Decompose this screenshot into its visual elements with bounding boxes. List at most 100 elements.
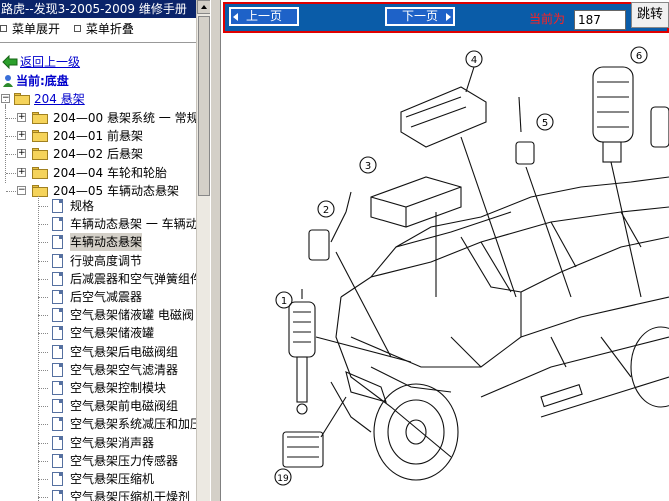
left-arrow-icon — [233, 13, 238, 21]
tree-folder-label: 204—01 前悬架 — [53, 129, 143, 143]
tree-line — [38, 196, 39, 501]
tree-doc-item[interactable]: 空气悬架压缩机干燥剂 — [0, 488, 196, 501]
tree-doc-label: 后减震器和空气弹簧组件 — [70, 272, 203, 286]
expand-toggle-icon[interactable]: + — [17, 148, 26, 158]
collapse-icon — [73, 25, 81, 32]
tree-doc-label: 空气悬架前电磁阀组 — [70, 399, 179, 413]
pane-splitter[interactable] — [210, 0, 221, 501]
tree-doc-item[interactable]: 空气悬架压缩机 — [0, 470, 196, 488]
folder-icon — [32, 167, 48, 179]
document-icon — [52, 472, 63, 486]
tree-doc-item[interactable]: 空气悬架储液罐 电磁阀 — [0, 306, 196, 324]
tree-folder[interactable]: +204—04 车轮和轮胎 — [0, 164, 196, 182]
callout-5: 5 — [542, 118, 548, 129]
back-arrow-icon — [2, 55, 18, 69]
expand-toggle-icon[interactable]: + — [17, 167, 26, 177]
tree-doc-label: 空气悬架系统减压和加压 — [70, 417, 203, 431]
document-icon — [52, 399, 63, 413]
document-icon — [52, 235, 63, 249]
callout-3: 3 — [365, 161, 371, 172]
tree-doc-label: 空气悬架压缩机 — [70, 472, 155, 486]
window-title: 路虎--发现3-2005-2009 维修手册 — [0, 0, 196, 18]
tree-folder[interactable]: +204—00 悬架系统 一 常规 — [0, 109, 199, 127]
tree-doc-item[interactable]: 车辆动态悬架 — [0, 233, 196, 251]
tree-doc-item[interactable]: 后减震器和空气弹簧组件 — [0, 270, 202, 288]
prev-page-button[interactable]: 上一页 — [229, 7, 299, 26]
document-icon — [52, 454, 63, 468]
tree-doc-label: 规格 — [70, 199, 95, 213]
tree-doc-label: 空气悬架压力传感器 — [70, 454, 179, 468]
document-icon — [52, 308, 63, 322]
current-page-label: 当前为 — [529, 12, 566, 26]
tree-doc-item[interactable]: 空气悬架消声器 — [0, 434, 196, 452]
tree-doc-label: 后空气减震器 — [70, 290, 143, 304]
tree-folder-label: 204—02 后悬架 — [53, 147, 143, 161]
folder-icon — [32, 148, 48, 160]
folder-icon — [32, 112, 48, 124]
scroll-thumb[interactable] — [198, 16, 210, 196]
document-icon — [52, 199, 63, 213]
document-icon — [52, 490, 63, 501]
tree-root-204[interactable]: − 204 悬架 — [0, 90, 196, 108]
document-icon — [52, 363, 63, 377]
callout-2: 2 — [323, 205, 329, 216]
tree-doc-label: 空气悬架压缩机干燥剂 — [70, 490, 191, 501]
tree-folder[interactable]: +204—01 前悬架 — [0, 127, 196, 145]
expand-toggle-icon[interactable]: + — [17, 112, 26, 122]
tree-doc-item[interactable]: 空气悬架空气滤清器 — [0, 361, 196, 379]
tree-doc-item[interactable]: 车辆动态悬架 一 车辆动 — [0, 215, 198, 233]
expand-toggle-icon[interactable]: + — [17, 130, 26, 140]
tree-doc-item[interactable]: 空气悬架压力传感器 — [0, 452, 196, 470]
right-arrow-icon — [446, 13, 451, 21]
tree-scrollbar[interactable] — [196, 0, 211, 501]
tree-doc-item[interactable]: 空气悬架系统减压和加压 — [0, 415, 202, 433]
document-icon — [52, 217, 63, 231]
document-icon — [52, 417, 63, 431]
tree-folder-label: 204—05 车辆动态悬架 — [53, 184, 179, 198]
scroll-up-icon[interactable] — [197, 0, 211, 14]
back-link-label: 返回上一级 — [20, 55, 81, 69]
page-number-input[interactable] — [574, 10, 626, 30]
expand-menu-button[interactable]: 菜单展开 — [0, 22, 60, 36]
document-icon — [52, 381, 63, 395]
tree-doc-item[interactable]: 规格 — [0, 197, 196, 215]
folder-open-icon — [14, 93, 30, 105]
document-icon — [52, 345, 63, 359]
tree-doc-label: 空气悬架控制模块 — [70, 381, 167, 395]
document-icon — [52, 272, 63, 286]
tree-folder-label: 204—00 悬架系统 一 常规 — [53, 111, 199, 125]
page-viewer: 上一页 下一页 当前为 跳转 — [221, 0, 669, 501]
callout-1: 1 — [281, 296, 287, 307]
tree-doc-label: 空气悬架后电磁阀组 — [70, 345, 179, 359]
tree-root-label: 204 悬架 — [34, 92, 85, 106]
tree-doc-label: 车辆动态悬架 一 车辆动 — [70, 217, 198, 231]
document-icon — [52, 436, 63, 450]
page-navigation-bar: 上一页 下一页 当前为 — [223, 2, 669, 33]
tree-line — [5, 100, 6, 183]
callout-4: 4 — [471, 55, 477, 66]
tree-pane: 路虎--发现3-2005-2009 维修手册 菜单展开 菜单折叠 返回上一级 当… — [0, 0, 210, 501]
document-icon — [52, 326, 63, 340]
tree-doc-item[interactable]: 空气悬架控制模块 — [0, 379, 196, 397]
tree-doc-label: 车辆动态悬架 — [70, 233, 143, 251]
tree-folder[interactable]: +204—02 后悬架 — [0, 145, 196, 163]
tree-doc-item[interactable]: 空气悬架前电磁阀组 — [0, 397, 196, 415]
jump-button[interactable]: 跳转 — [631, 2, 669, 28]
suspension-diagram: 1 2 3 4 5 6 19 — [274, 46, 669, 486]
callout-19: 19 — [277, 474, 289, 484]
document-icon — [52, 290, 63, 304]
tree-folder[interactable]: − 204—05 车辆动态悬架 — [0, 182, 196, 200]
tree-doc-item[interactable]: 空气悬架后电磁阀组 — [0, 343, 196, 361]
tree-folder-label: 204—04 车轮和轮胎 — [53, 166, 167, 180]
collapse-menu-button[interactable]: 菜单折叠 — [73, 22, 134, 36]
tree-doc-label: 空气悬架空气滤清器 — [70, 363, 179, 377]
person-icon — [3, 75, 13, 87]
tree-toolbar: 菜单展开 菜单折叠 — [0, 19, 196, 39]
tree-doc-item[interactable]: 空气悬架储液罐 — [0, 324, 196, 342]
next-page-button[interactable]: 下一页 — [385, 7, 455, 26]
folder-icon — [32, 185, 48, 197]
folder-icon — [32, 130, 48, 142]
tree-doc-item[interactable]: 行驶高度调节 — [0, 252, 196, 270]
tree-doc-item[interactable]: 后空气减震器 — [0, 288, 196, 306]
collapse-toggle-icon[interactable]: − — [17, 185, 26, 195]
